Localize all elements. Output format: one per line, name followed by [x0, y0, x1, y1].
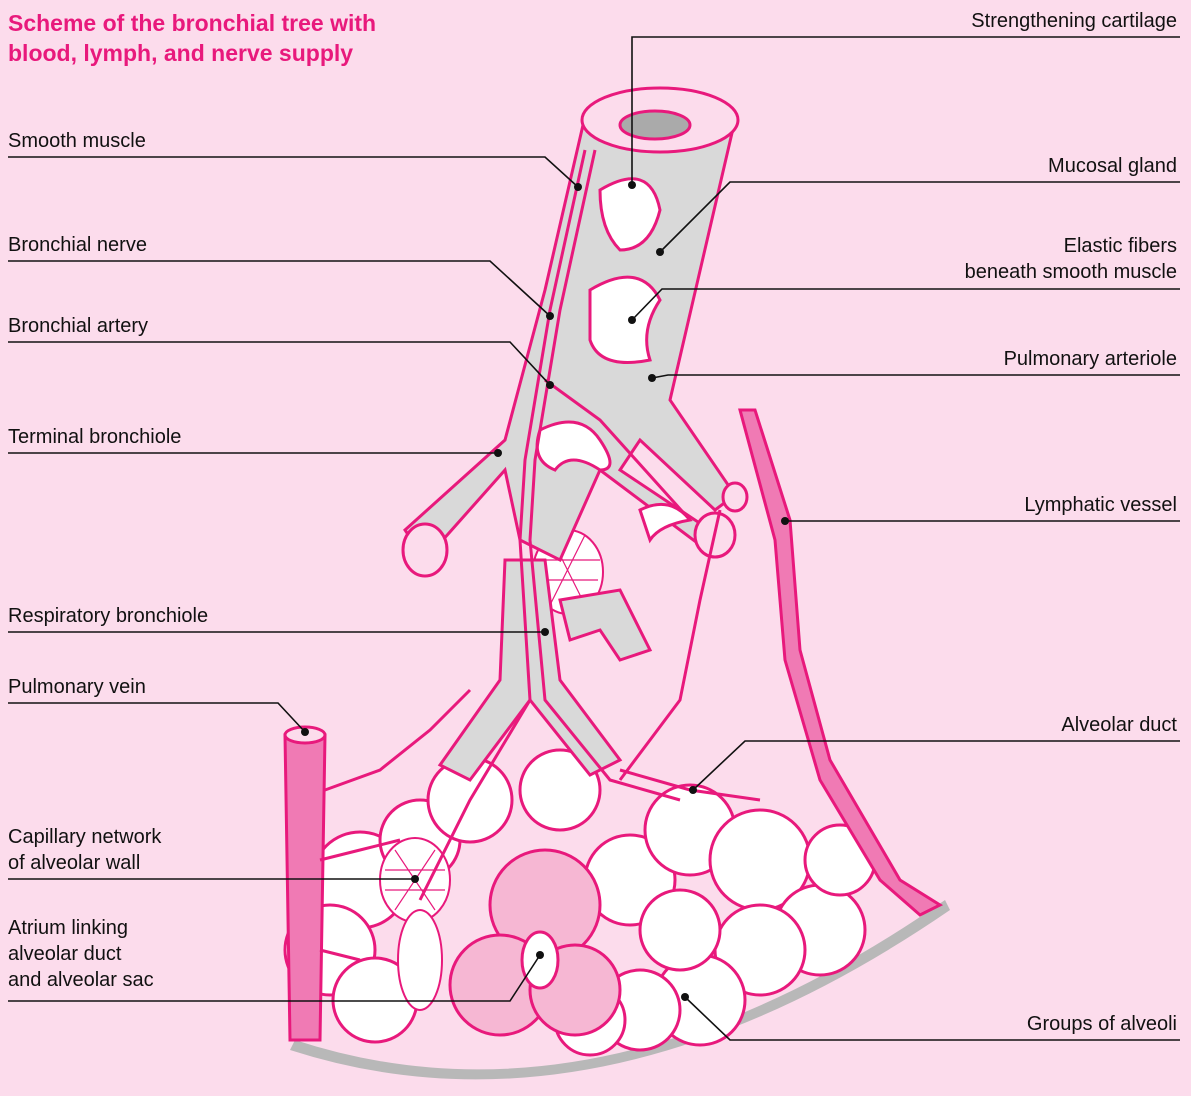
label-bronchial-artery: Bronchial artery — [8, 313, 148, 339]
label-lymphatic-vessel: Lymphatic vessel — [1024, 492, 1177, 518]
label-atrium-line-1: Atrium linking — [8, 915, 154, 941]
leader-alveolar-duct — [693, 741, 1180, 790]
leader-pulmonary-vein — [8, 703, 305, 732]
label-smooth-muscle: Smooth muscle — [8, 128, 146, 154]
label-strengthening-cartilage: Strengthening cartilage — [971, 8, 1177, 34]
label-pulmonary-arteriole: Pulmonary arteriole — [1004, 346, 1177, 372]
label-terminal-bronchiole: Terminal bronchiole — [8, 424, 181, 450]
label-groups-of-alveoli: Groups of alveoli — [1027, 1011, 1177, 1037]
label-capillary-network-line-1: Capillary network — [8, 824, 161, 850]
label-elastic-fibers-line-2: beneath smooth muscle — [965, 259, 1177, 285]
label-capillary-network-line-2: of alveolar wall — [8, 850, 161, 876]
label-mucosal-gland: Mucosal gland — [1048, 153, 1177, 179]
label-capillary-network: Capillary network of alveolar wall — [8, 824, 161, 876]
leader-bronchial-nerve — [8, 261, 550, 316]
label-elastic-fibers-line-1: Elastic fibers — [965, 233, 1177, 259]
label-atrium-line-2: alveolar duct — [8, 941, 154, 967]
label-bronchial-nerve: Bronchial nerve — [8, 232, 147, 258]
leader-pulmonary-arteriole — [652, 375, 1180, 378]
leader-smooth-muscle — [8, 157, 578, 187]
label-atrium-line-3: and alveolar sac — [8, 967, 154, 993]
bronchus — [403, 88, 747, 576]
leader-elastic-fibers — [632, 289, 1180, 320]
pulmonary-vein-vessel — [285, 727, 325, 1040]
label-atrium: Atrium linking alveolar duct and alveola… — [8, 915, 154, 993]
label-pulmonary-vein: Pulmonary vein — [8, 674, 146, 700]
label-elastic-fibers: Elastic fibers beneath smooth muscle — [965, 233, 1177, 285]
label-alveolar-duct: Alveolar duct — [1061, 712, 1177, 738]
label-respiratory-bronchiole: Respiratory bronchiole — [8, 603, 208, 629]
lower-airways — [440, 560, 650, 780]
leader-bronchial-artery — [8, 342, 550, 385]
